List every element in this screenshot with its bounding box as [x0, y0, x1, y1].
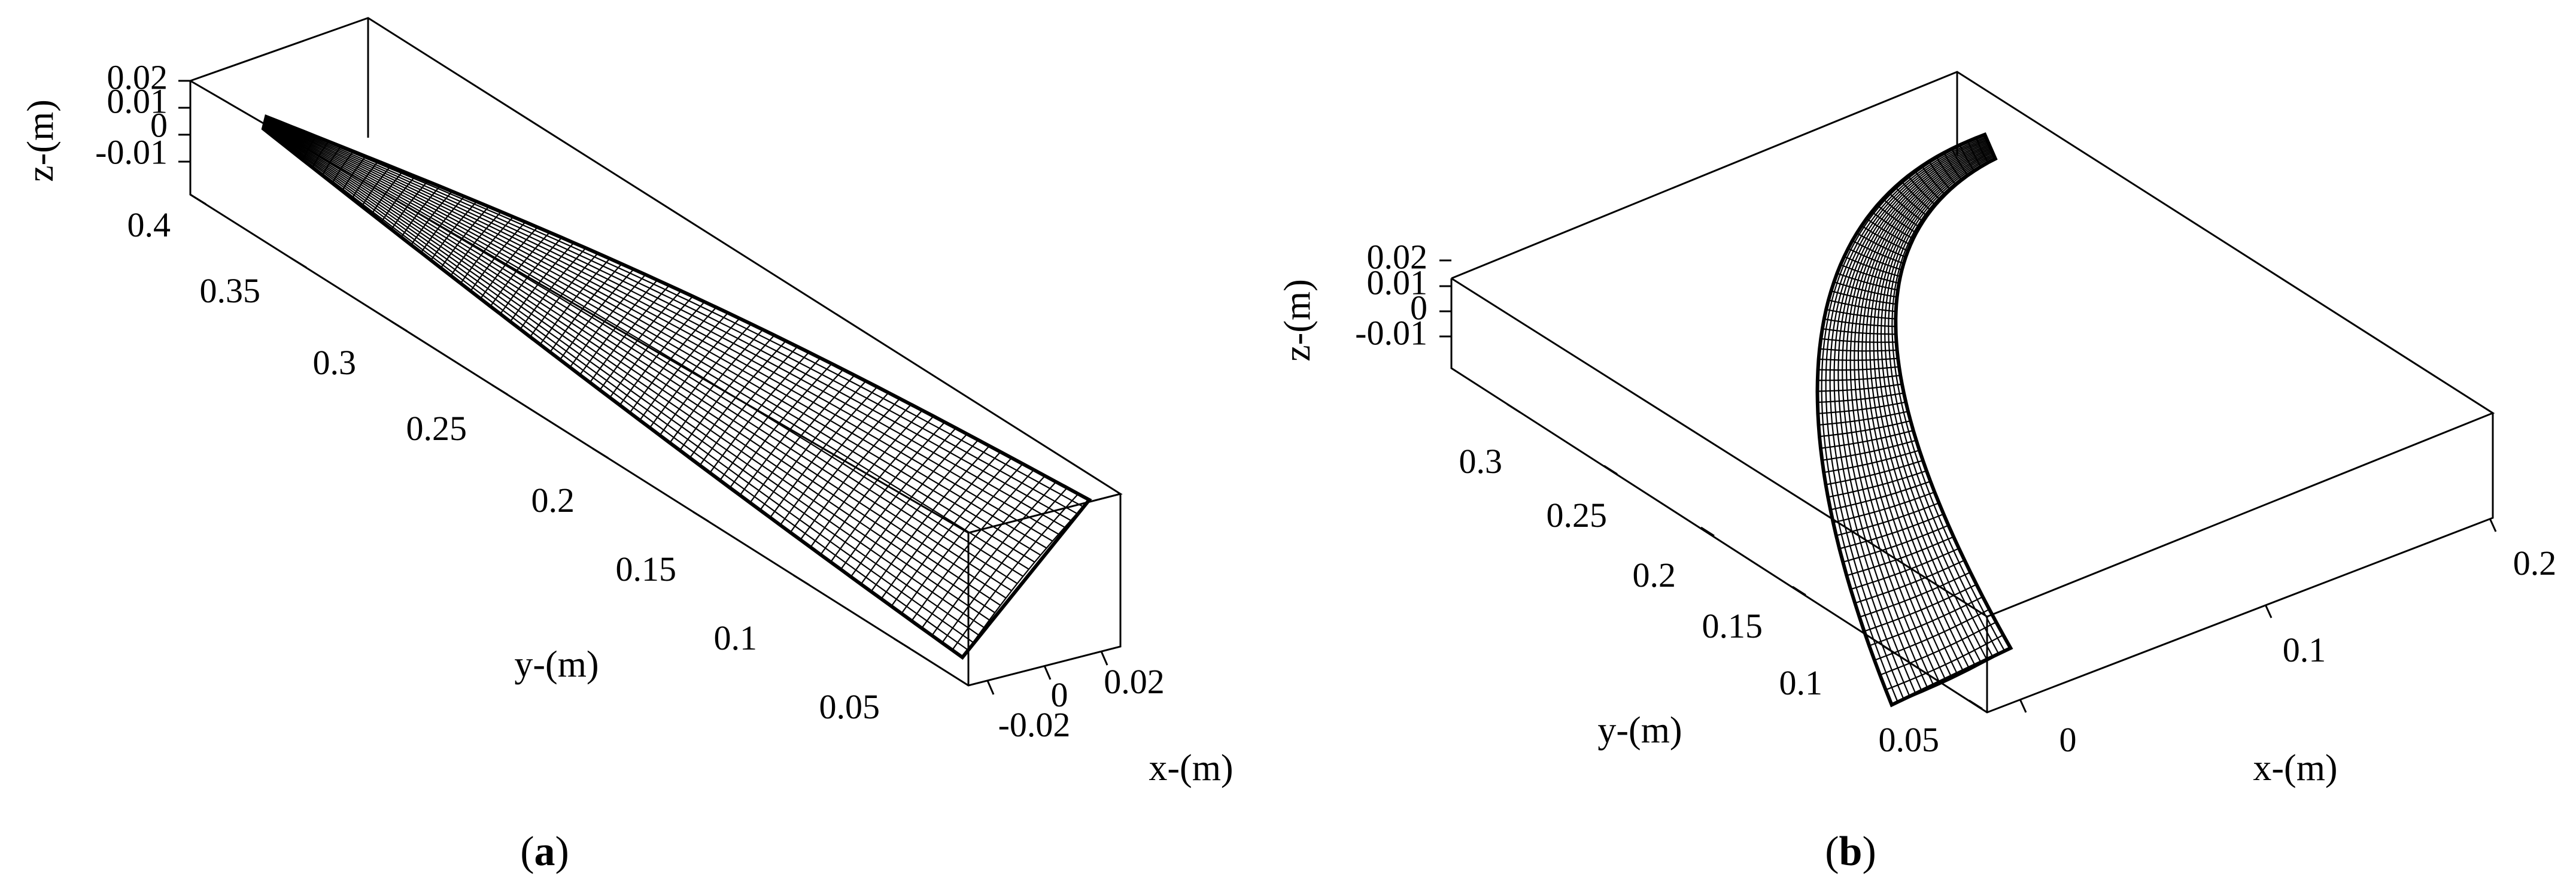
panel-a-mesh-span-line: [264, 122, 1018, 584]
panel-a-axes-box: [189, 17, 1123, 687]
z-tick-label: -0.01: [95, 132, 168, 171]
panel-b-mesh-outline: [1815, 132, 2013, 708]
panel-a-mesh-span-line: [263, 125, 995, 614]
x-tick-label: 0: [1051, 675, 1068, 714]
panel-a-mesh-span-line: [263, 126, 985, 629]
x-tick-label: 0.2: [2513, 544, 2557, 582]
panel-a-mesh-span-line: [265, 120, 1041, 556]
y-tick-label: 0.1: [1779, 663, 1823, 702]
panel-a-x-axis-title: x-(m): [1149, 748, 1233, 788]
z-tick-label: 0.02: [107, 57, 168, 96]
panel-a-mesh-span-line: [263, 126, 979, 636]
y-tick-label: 0.05: [819, 687, 880, 726]
panel-a-mesh-span-line: [265, 121, 1035, 563]
panel-b-mesh-span-line: [1821, 135, 1986, 703]
panel-a-mesh-span-line: [265, 120, 1047, 549]
y-tick-label: 0.35: [200, 271, 261, 310]
panel-a-mesh-span-line: [263, 123, 1007, 599]
panel-b-mesh-span-line: [1857, 146, 1990, 679]
panel-b-mesh-span-line: [1880, 153, 1994, 662]
panel-b-mesh-span-line: [1865, 148, 1991, 673]
panel-a-mesh-span-line: [265, 119, 1053, 542]
panel-b-x-axis: 0 0.1 0.2 x-(m): [2019, 518, 2557, 788]
y-tick-label: 0.2: [531, 481, 575, 520]
panel-b-z-axis: 0.02 0.01 0 -0.01 z-(m): [1277, 237, 1451, 362]
z-tick-label: 0: [1410, 288, 1427, 327]
panel-a-y-axis-title: y-(m): [514, 644, 599, 685]
panel-b-mesh-span-line: [1888, 156, 2000, 655]
panel-a-chart: 0.02 0.01 0 -0.01 z-(m) 0.4 0.35 0.3 0.2…: [20, 17, 1234, 875]
panel-b-mesh-span-line: [1842, 141, 1988, 690]
panel-a-mesh-span-line: [263, 127, 974, 643]
panel-b-mesh-span-line: [1829, 137, 1986, 698]
y-tick-label: 0.4: [127, 205, 171, 244]
panel-a-x-axis: -0.02 0 0.02 x-(m): [986, 651, 1234, 788]
y-tick-label: 0.25: [406, 409, 467, 448]
panel-b-mesh-span-line: [1825, 136, 1986, 700]
x-tick-label: 0.02: [1104, 662, 1165, 701]
panel-a-mesh-span-line: [263, 125, 990, 621]
panel-a-blade-mesh: [261, 114, 1092, 660]
panel-b-y-axis-title: y-(m): [1597, 710, 1682, 751]
panel-a-y-axis: 0.4 0.35 0.3 0.25 0.2 0.15 0.1 0.05 y-(m…: [127, 193, 910, 726]
y-tick-label: 0.05: [1879, 720, 1940, 759]
panel-b-z-axis-title: z-(m): [1277, 279, 1318, 362]
y-tick-label: 0.3: [313, 343, 357, 382]
z-tick-label: 0.01: [1367, 263, 1428, 302]
panel-b-chart: 0.02 0.01 0 -0.01 z-(m) 0.3 0.25 0.2 0.1…: [1277, 71, 2557, 875]
x-tick-label: 0: [2059, 720, 2077, 759]
z-tick-label: 0: [150, 105, 168, 144]
panel-a-z-axis: 0.02 0.01 0 -0.01 z-(m): [20, 57, 190, 182]
panel-a-caption: (a): [520, 829, 569, 875]
y-tick-label: 0.3: [1459, 442, 1503, 481]
panel-b-mesh-span-line: [1849, 144, 1989, 685]
panel-a-mesh-span-line: [266, 116, 1084, 508]
panel-b-y-axis: 0.3 0.25 0.2 0.15 0.1 0.05 y-(m): [1459, 403, 1983, 759]
panel-b-mesh-span-line: [1869, 150, 1992, 671]
panel-b-mesh-span-line: [1837, 140, 1988, 693]
panel-a-mesh-span-line: [265, 119, 1059, 535]
y-tick-label: 0.25: [1547, 496, 1608, 535]
x-tick-label: 0.1: [2283, 630, 2326, 669]
panel-b-mesh-span-line: [1845, 142, 1989, 687]
z-tick-label: -0.01: [1355, 313, 1427, 352]
panel-b-mesh-span-line: [1884, 154, 1994, 659]
panel-b-blade-mesh: [1815, 132, 2013, 708]
panel-a-mesh-span-line: [265, 117, 1077, 514]
panel-a-mesh-span-line: [263, 124, 1001, 606]
y-tick-label: 0.15: [616, 550, 677, 588]
panel-a-z-axis-title: z-(m): [20, 99, 61, 182]
panel-b-mesh-span-line: [1861, 147, 1991, 676]
y-tick-label: 0.2: [1633, 556, 1676, 594]
x-tick-label: -0.02: [998, 705, 1071, 744]
panel-b-mesh-span-line: [1873, 151, 1992, 668]
panel-a-mesh-span-line: [265, 117, 1071, 521]
panel-a-mesh-span-line: [263, 128, 968, 651]
z-tick-label: 0.02: [1367, 237, 1428, 276]
panel-b-mesh-span-line: [1876, 152, 1993, 665]
panel-a-mesh-span-line: [264, 123, 1012, 591]
panel-a-mesh-span-line: [264, 122, 1029, 570]
panel-a-mesh-span-line: [264, 122, 1023, 577]
panel-b-x-axis-title: x-(m): [2253, 748, 2337, 788]
y-tick-label: 0.1: [714, 618, 758, 657]
panel-a-mesh-span-line: [265, 118, 1065, 528]
z-tick-label: 0.01: [107, 81, 168, 120]
panel-a-mesh-outline: [261, 114, 1092, 660]
panel-b-mesh-span-line: [1833, 139, 1987, 695]
y-tick-label: 0.15: [1702, 606, 1763, 645]
panel-b-mesh-span-line: [1891, 157, 2006, 652]
panel-b-mesh-span-line: [1854, 145, 1989, 682]
panel-b-caption: (b): [1825, 829, 1876, 875]
